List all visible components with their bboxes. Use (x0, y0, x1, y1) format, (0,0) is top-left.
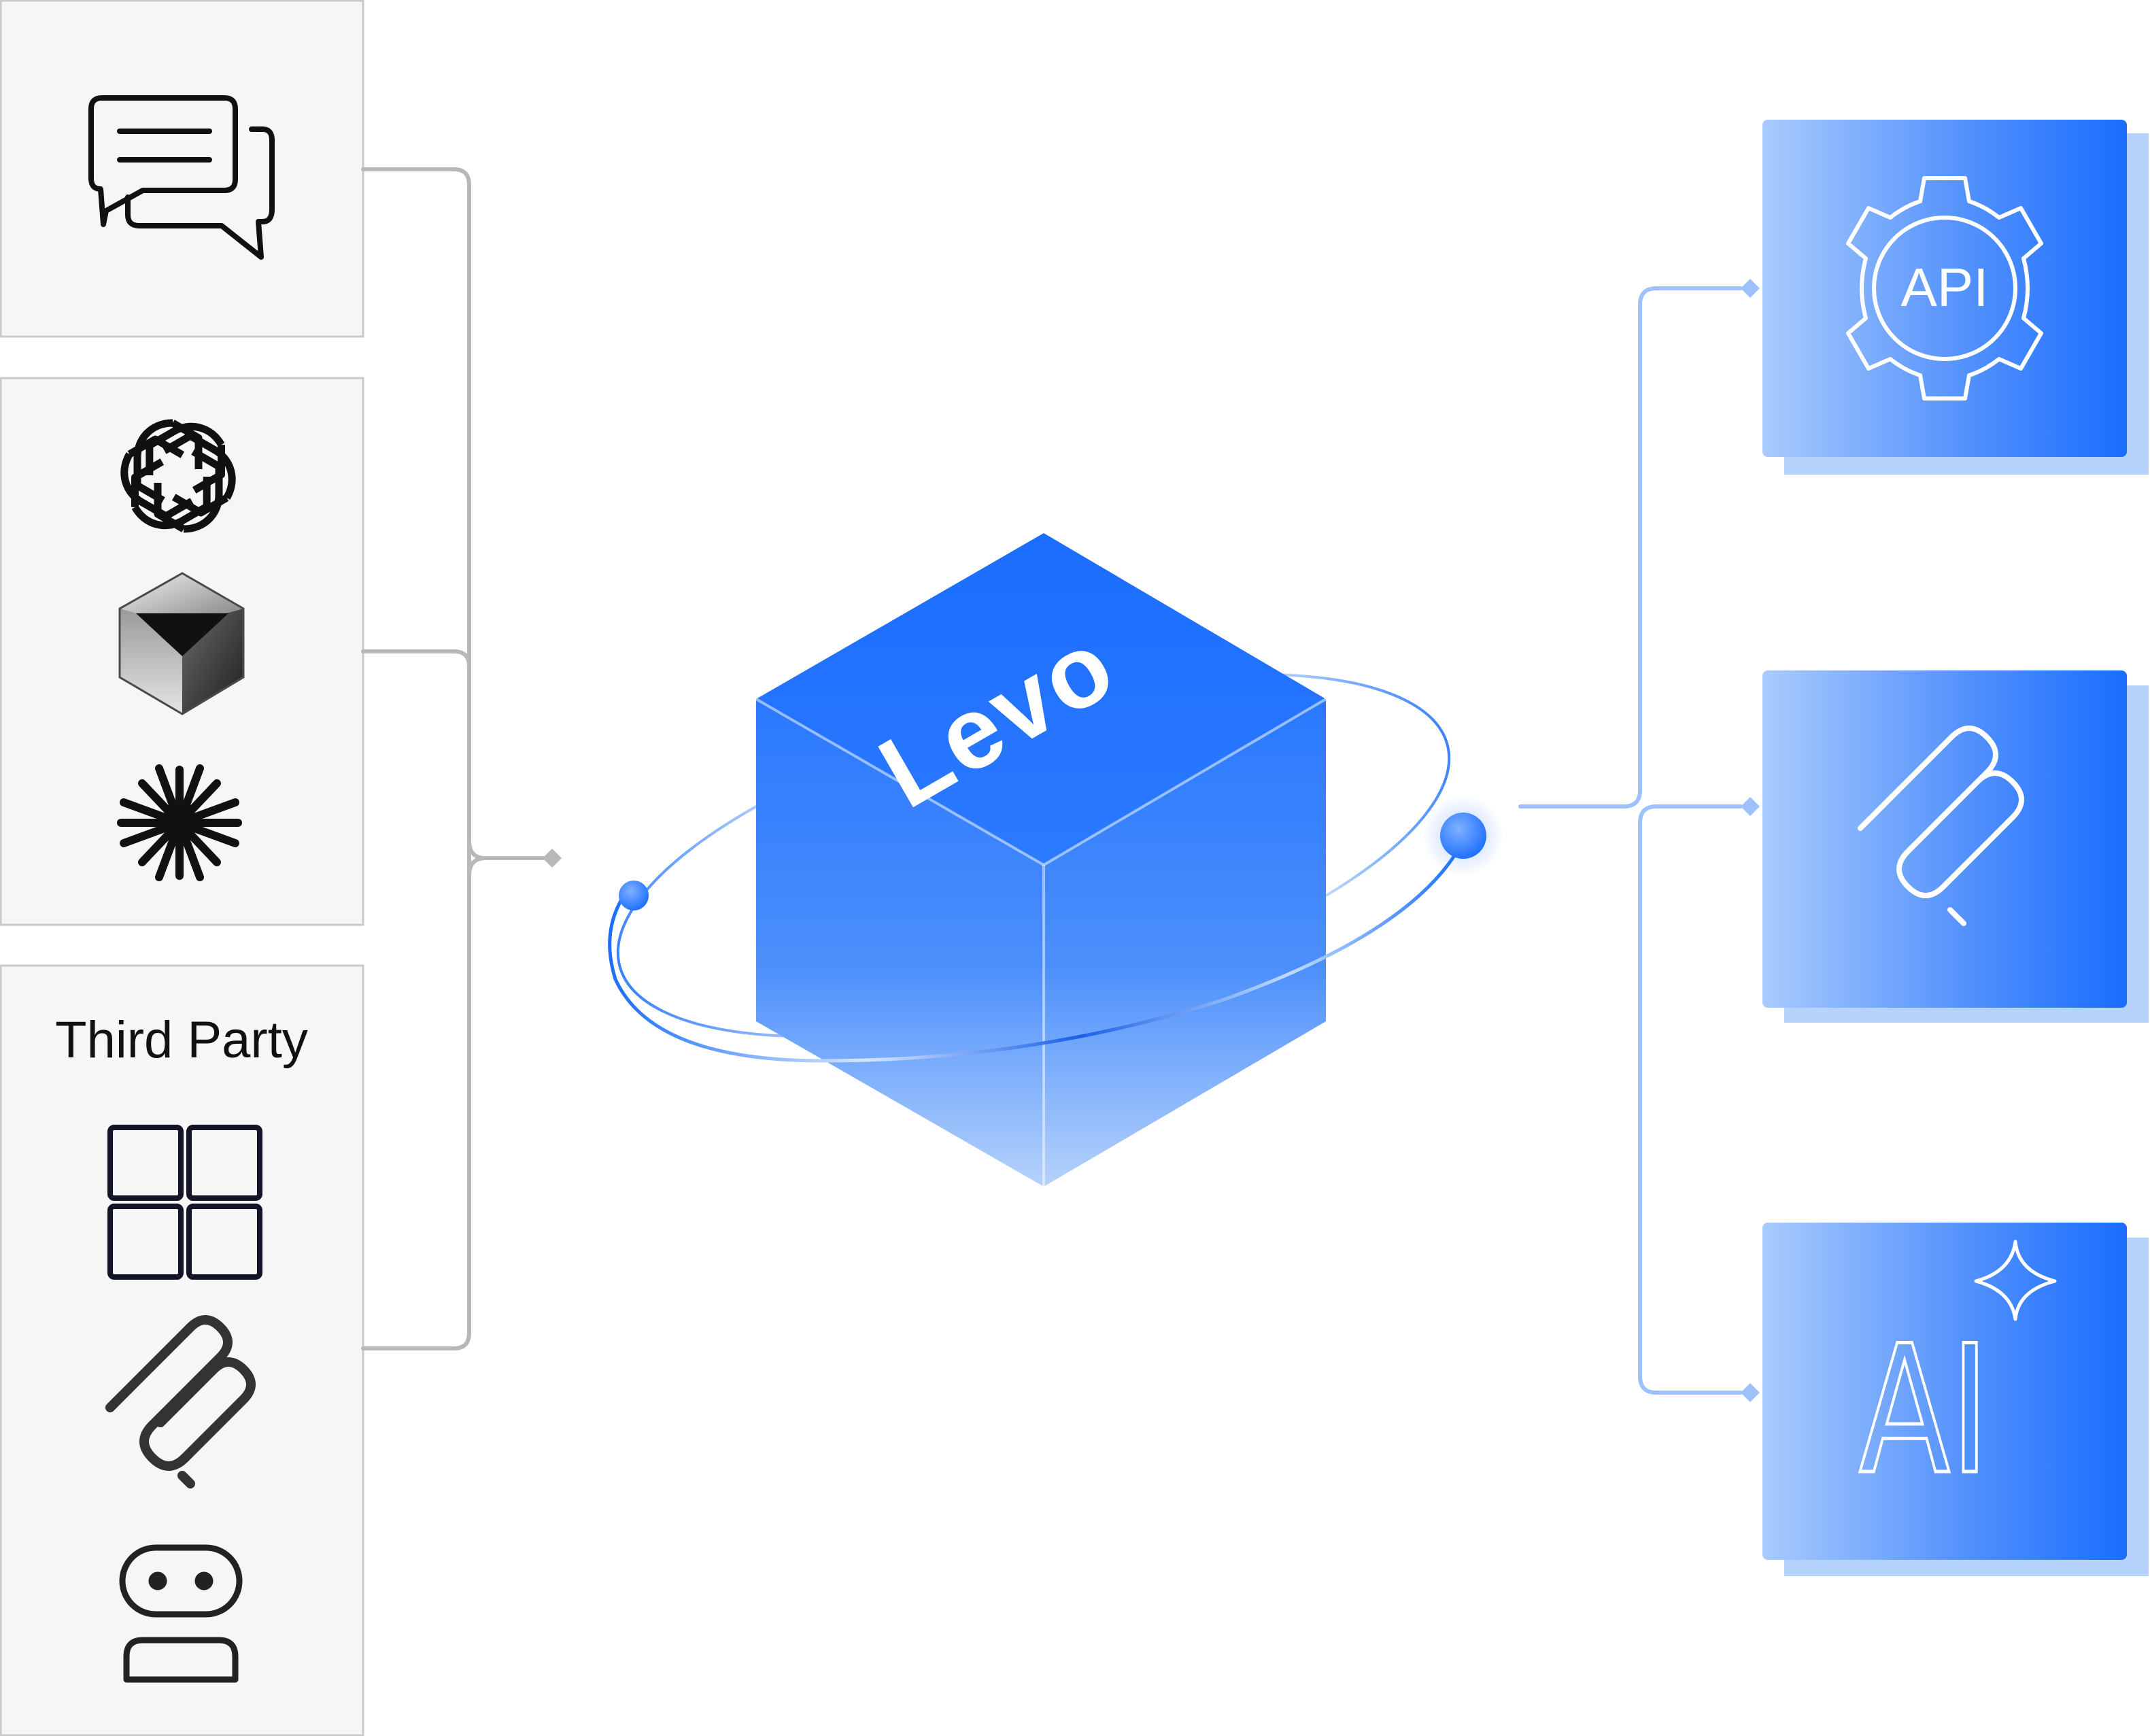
panel-background (0, 964, 364, 1736)
starburst-icon (117, 764, 242, 881)
third-party-title: Third Party (55, 1011, 308, 1069)
left-panel-ai-providers (0, 377, 364, 926)
panel-background (0, 0, 364, 338)
right-card-ai (1762, 1223, 2149, 1576)
orbit-ring-front (608, 842, 1464, 1063)
cube-right-face (1044, 699, 1326, 1187)
left-connector-arrowhead (543, 849, 562, 868)
orbit-dot-right (1440, 813, 1486, 859)
right-arrowhead-paperclip (1741, 797, 1760, 816)
paperclip-icon (105, 1315, 256, 1488)
app-grid-icon (107, 1125, 262, 1280)
right-card-api (1762, 120, 2149, 475)
crystal-gem-icon (118, 572, 245, 715)
ai-label: AI (1859, 1308, 1990, 1514)
right-connector-bus (1518, 286, 1743, 1395)
levo-cube (608, 533, 1504, 1187)
api-label: API (1901, 257, 1989, 318)
right-arrowhead-ai (1741, 1383, 1760, 1402)
left-panel-third-party (0, 964, 364, 1736)
right-arrowhead-api (1741, 279, 1760, 298)
api-gear-icon (1846, 176, 2043, 401)
left-connector-bus (361, 167, 553, 1350)
robot-icon (119, 1544, 243, 1683)
openai-logo-icon (120, 419, 236, 533)
sparkle-icon (1974, 1240, 2057, 1321)
paperclip-icon (1858, 726, 2024, 926)
card-face (1762, 1223, 2127, 1560)
card-face (1762, 120, 2127, 457)
right-card-paperclip (1762, 670, 2149, 1023)
cube-left-face (756, 699, 1044, 1187)
chat-bubbles-icon (88, 95, 275, 260)
left-panel-chat (0, 0, 364, 338)
orbit-dot-left (619, 881, 649, 910)
card-face (1762, 670, 2127, 1008)
